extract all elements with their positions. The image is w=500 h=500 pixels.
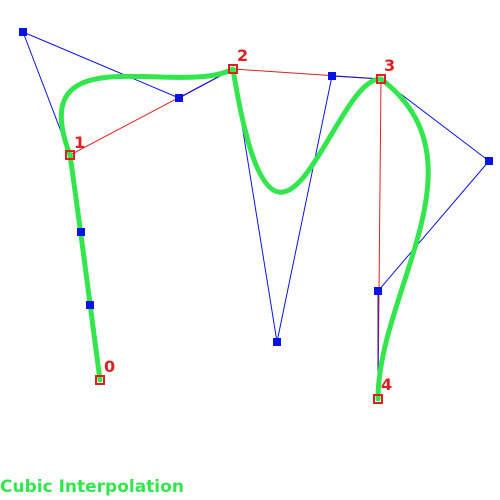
interpolated-curve bbox=[59, 66, 431, 402]
anchor-label-2: 2 bbox=[237, 46, 248, 65]
caption: Cubic Interpolation bbox=[0, 477, 184, 497]
anchor-point-4[interactable] bbox=[373, 394, 383, 404]
handle-point[interactable] bbox=[328, 72, 336, 80]
anchor-point-0[interactable] bbox=[95, 375, 105, 385]
anchor-polyline bbox=[69, 68, 382, 400]
handle-point[interactable] bbox=[77, 228, 85, 236]
handle-point[interactable] bbox=[19, 28, 27, 36]
handle-line-2-2 bbox=[276, 75, 333, 343]
anchor-point-1[interactable] bbox=[65, 150, 75, 160]
anchor-labels: 0 1 2 3 4 bbox=[74, 46, 395, 394]
handle-point[interactable] bbox=[273, 338, 281, 346]
handle-points bbox=[19, 28, 493, 346]
handle-point[interactable] bbox=[175, 94, 183, 102]
handle-line-3-2 bbox=[377, 160, 490, 292]
anchor-label-1: 1 bbox=[74, 133, 85, 152]
anchor-label-0: 0 bbox=[104, 357, 115, 376]
anchor-point-3[interactable] bbox=[376, 74, 386, 84]
handle-line-1-2 bbox=[22, 31, 180, 99]
anchor-label-4: 4 bbox=[381, 375, 392, 394]
anchor-points bbox=[65, 64, 386, 404]
handle-point[interactable] bbox=[485, 157, 493, 165]
handle-point[interactable] bbox=[374, 287, 382, 295]
handle-point[interactable] bbox=[86, 301, 94, 309]
anchor-point-2[interactable] bbox=[228, 64, 238, 74]
anchor-label-3: 3 bbox=[384, 56, 395, 75]
